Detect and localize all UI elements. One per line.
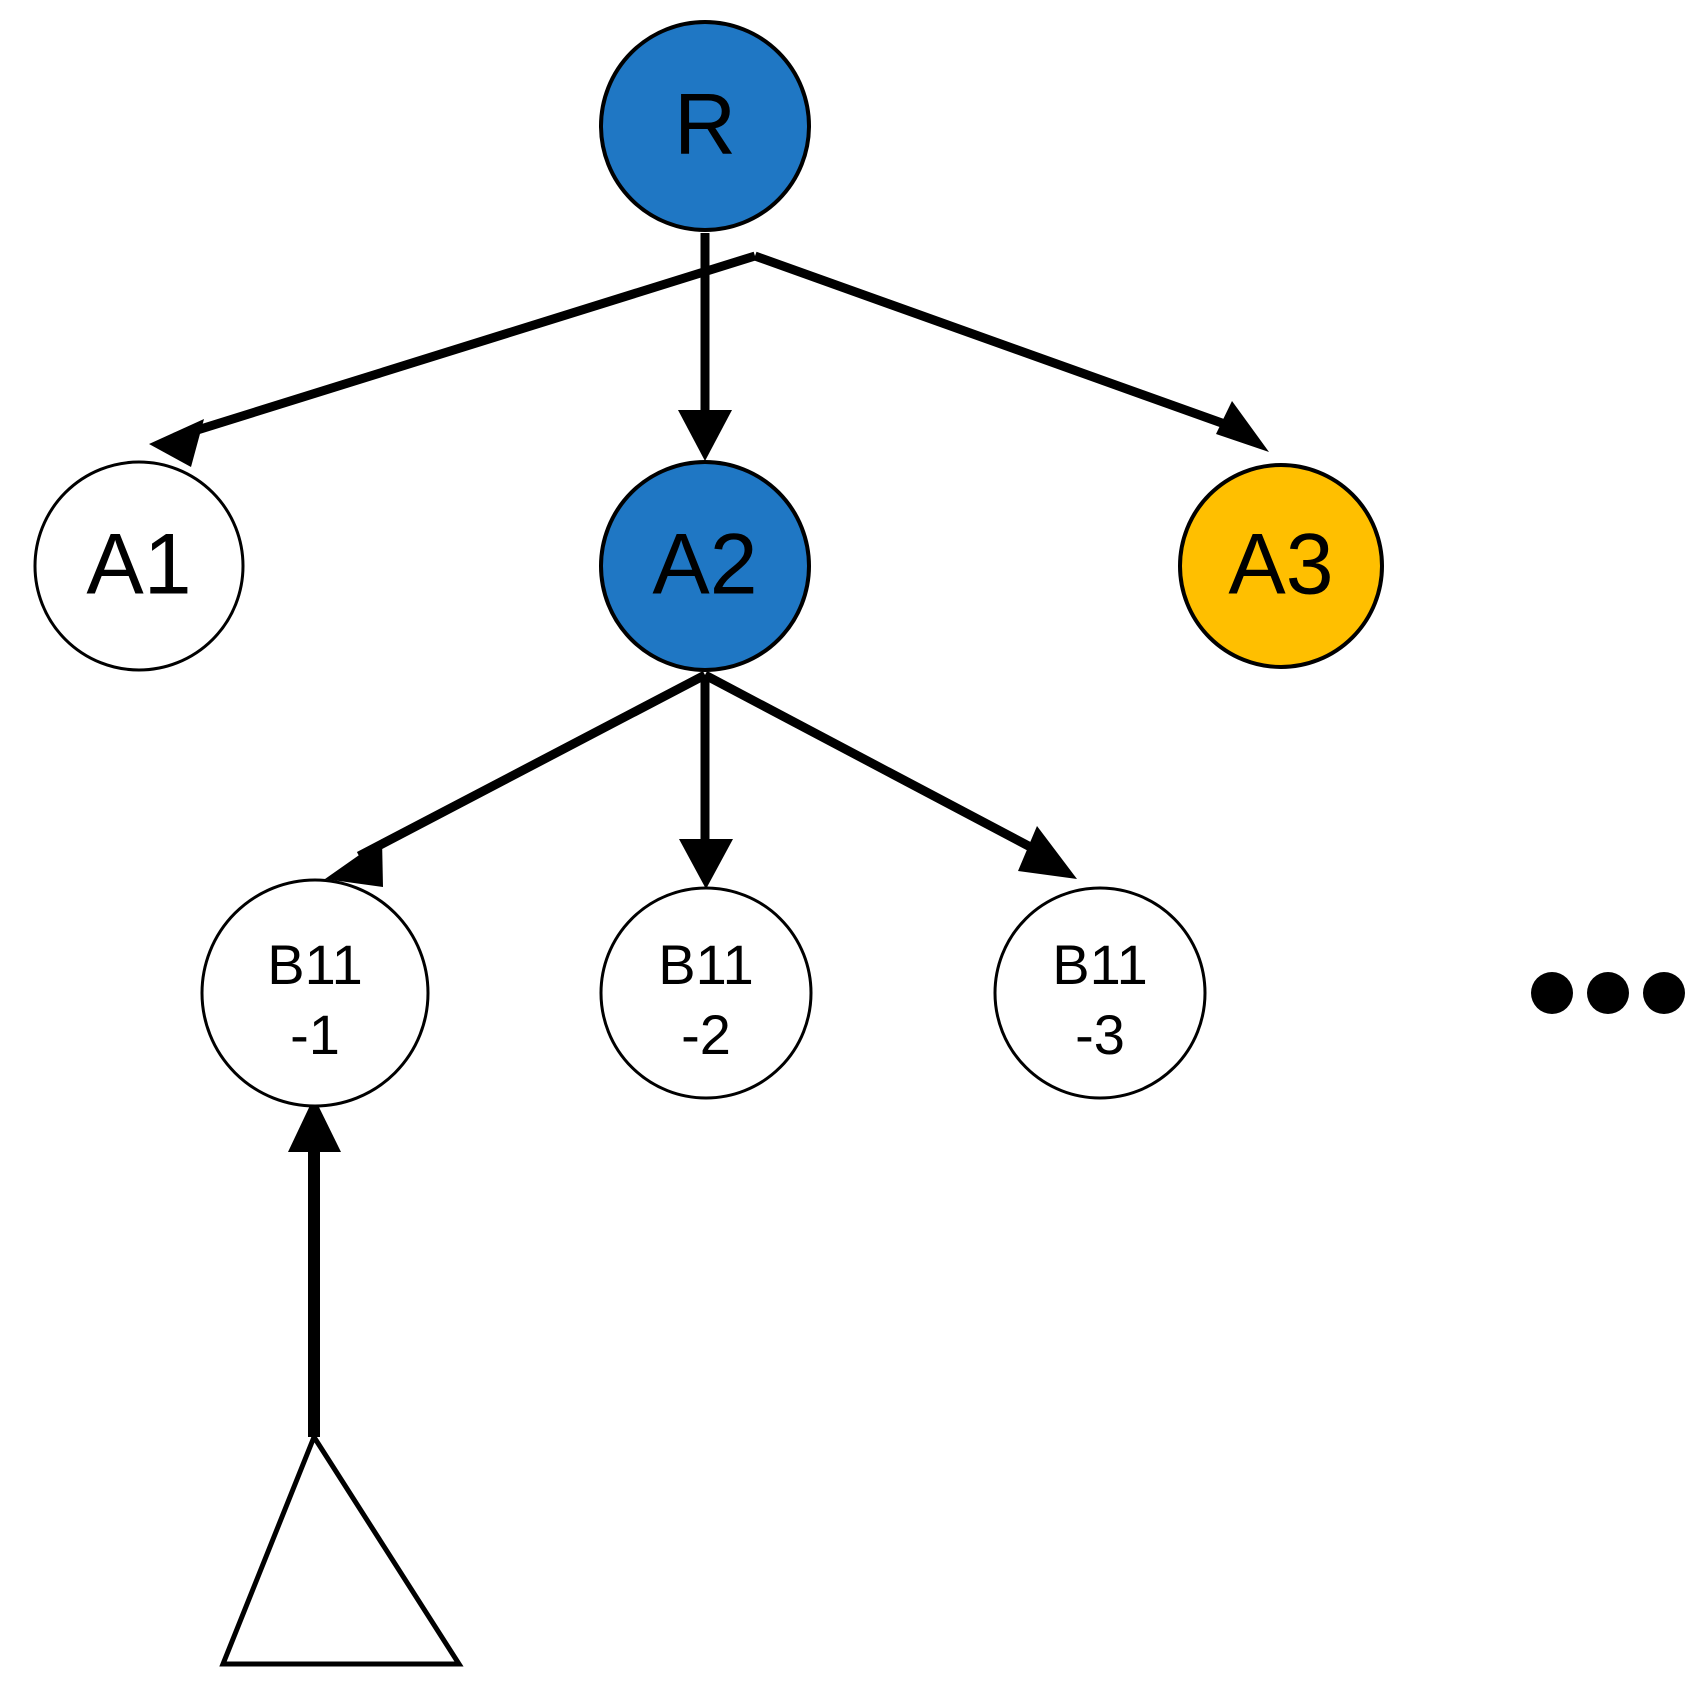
node-r[interactable]: R: [599, 20, 811, 232]
node-b11-1-label-line2: -1: [290, 1003, 340, 1066]
ellipsis-dot-2: [1587, 972, 1629, 1014]
arrowhead-subtree-b11-1: [288, 1097, 341, 1152]
node-b11-1-circle[interactable]: [200, 878, 430, 1108]
node-b11-3-label-line1: B11: [1052, 933, 1147, 996]
arrowhead-a2-b11-3: [1018, 826, 1077, 879]
arrowhead-a2-b11-2: [679, 839, 733, 889]
subtree-triangle[interactable]: [219, 1431, 464, 1667]
ellipsis-dot-1: [1531, 972, 1573, 1014]
edge-a2-to-b11-3: [702, 671, 1077, 879]
edge-line-r-a1: [173, 251, 757, 442]
node-a1-label: A1: [86, 517, 191, 613]
edge-line-a2-b11-1: [356, 671, 708, 860]
subtree-triangle-shape[interactable]: [219, 1431, 464, 1667]
node-a2-circle[interactable]: [599, 460, 811, 672]
node-a2[interactable]: A2: [599, 460, 811, 672]
edge-r-to-a2: [678, 233, 732, 461]
node-b11-3[interactable]: B11 -3: [993, 886, 1207, 1100]
node-a3[interactable]: A3: [1178, 463, 1384, 669]
arrowhead-r-a1: [149, 419, 204, 467]
node-a1-circle[interactable]: [33, 460, 245, 672]
edge-line-a2-b11-3: [702, 671, 1041, 855]
edge-r-to-a1: [149, 251, 757, 467]
edge-subtree-to-b11-1: [288, 1097, 341, 1437]
node-b11-2-label-line1: B11: [658, 933, 753, 996]
node-b11-3-label-line2: -3: [1075, 1003, 1125, 1066]
node-r-label: R: [674, 77, 736, 173]
node-b11-2-circle[interactable]: [599, 886, 813, 1100]
node-b11-1[interactable]: B11 -1: [200, 878, 430, 1108]
node-b11-3-circle[interactable]: [993, 886, 1207, 1100]
arrowhead-a2-b11-1: [325, 839, 383, 887]
node-r-circle[interactable]: [599, 20, 811, 232]
arrowhead-r-a3: [1216, 401, 1269, 452]
edge-a2-to-b11-1: [325, 671, 708, 887]
arrowhead-r-a2: [678, 410, 732, 461]
node-a2-label: A2: [652, 517, 757, 613]
node-b11-2-label-line2: -2: [681, 1003, 731, 1066]
edge-r-to-a3: [753, 251, 1269, 452]
ellipsis-dot-3: [1643, 972, 1685, 1014]
edge-line-r-a3: [753, 251, 1235, 432]
node-b11-2[interactable]: B11 -2: [599, 886, 813, 1100]
ellipsis-more-nodes: [1531, 972, 1685, 1014]
node-a1[interactable]: A1: [33, 460, 245, 672]
node-b11-1-label-line1: B11: [267, 933, 362, 996]
edge-a2-to-b11-2: [679, 675, 733, 889]
node-a3-circle[interactable]: [1178, 463, 1384, 669]
node-a3-label: A3: [1228, 517, 1333, 613]
